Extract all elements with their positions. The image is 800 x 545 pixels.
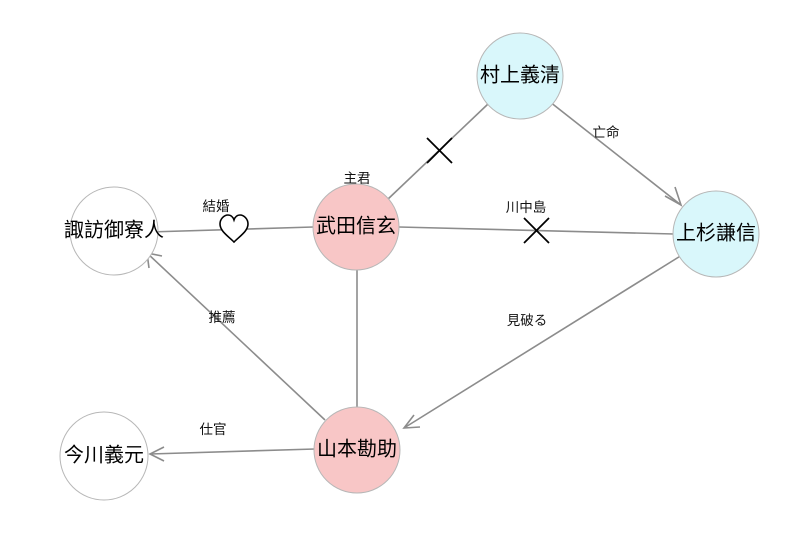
arrowhead-uesugi: [664, 186, 683, 207]
node-suwa[interactable]: 諏訪御寮人: [64, 186, 164, 276]
edge-labels: 亡命 結婚 川中島 主君 見破る 推薦 仕官: [200, 124, 621, 438]
edge-label-yamamoto-suwa: 推薦: [209, 310, 236, 326]
node-label: 武田信玄: [316, 214, 396, 238]
edges: [146, 97, 683, 455]
node-takeda[interactable]: 武田信玄: [312, 183, 400, 271]
node-circle: [313, 406, 401, 494]
node-uesugi[interactable]: 上杉謙信: [672, 190, 760, 278]
edge-yamamoto-suwa: [146, 252, 326, 421]
node-label: 上杉謙信: [676, 221, 756, 245]
node-imagawa[interactable]: 今川義元: [59, 411, 149, 501]
node-circle: [59, 411, 149, 501]
edge-yamamoto-imagawa: [149, 448, 316, 455]
node-murakami[interactable]: 村上義清: [476, 32, 564, 120]
cross-icon: [426, 137, 453, 164]
node-label: 今川義元: [64, 443, 144, 467]
edge-marks: [219, 137, 550, 244]
edge-uesugi-yamamoto: [403, 254, 683, 429]
node-label: 山本勘助: [317, 437, 397, 461]
nodes: 村上義清 武田信玄 上杉謙信 諏訪御寮人 山本勘助 今川義元: [59, 32, 760, 501]
node-yamamoto[interactable]: 山本勘助: [313, 406, 401, 494]
node-circle: [69, 186, 159, 276]
node-circle: [476, 32, 564, 120]
arrowhead-imagawa: [148, 446, 165, 462]
edge-label-yamamoto-imagawa: 仕官: [200, 422, 227, 438]
arrowhead-yamamoto: [402, 414, 421, 429]
edge-label-takeda-suwa: 結婚: [203, 199, 230, 215]
edge-label-takeda-uesugi: 川中島: [506, 200, 547, 216]
node-circle: [672, 190, 760, 278]
edge-label-uesugi-yamamoto: 見破る: [507, 313, 548, 329]
node-circle: [312, 183, 400, 271]
edge-murakami-uesugi: [544, 97, 682, 206]
cross-icon: [523, 217, 550, 244]
edge-label-murakami-uesugi: 亡命: [593, 124, 621, 141]
node-label: 村上義清: [480, 63, 560, 87]
edge-label-takeda-yamamoto: 主君: [344, 171, 371, 187]
heart-icon: [219, 214, 249, 244]
node-label: 諏訪御寮人: [64, 218, 164, 242]
